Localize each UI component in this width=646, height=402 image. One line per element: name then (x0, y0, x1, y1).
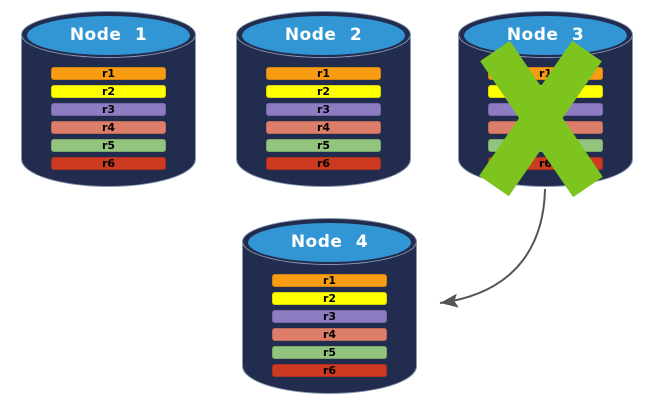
cylinder-top (242, 218, 417, 265)
record-r1: r1 (266, 67, 381, 80)
record-r1: r1 (51, 67, 166, 80)
record-list: r1 r2 r3 r4 r5 r6 (272, 274, 387, 377)
cylinder-top-face (464, 16, 627, 55)
node-title: Node 1 (69, 25, 148, 45)
record-r6: r6 (266, 157, 381, 170)
record-r6: r6 (51, 157, 166, 170)
cylinder-top (458, 11, 633, 58)
node-2-cylinder: Node 2 r1 r2 r3 r4 r5 r6 (236, 11, 411, 187)
cylinder-top (21, 11, 196, 58)
cylinder-top-face (248, 223, 411, 262)
record-r5: r5 (272, 346, 387, 359)
record-r5: r5 (266, 139, 381, 152)
record-r4: r4 (51, 121, 166, 134)
record-r2: r2 (51, 85, 166, 98)
record-r6: r6 (272, 364, 387, 377)
node-title: Node 4 (290, 232, 369, 252)
node-1-cylinder: Node 1 r1 r2 r3 r4 r5 r6 (21, 11, 196, 187)
failure-cross-icon (479, 40, 603, 198)
record-r3: r3 (51, 103, 166, 116)
record-r4: r4 (272, 328, 387, 341)
record-r2: r2 (272, 292, 387, 305)
node-title: Node 3 (506, 25, 585, 45)
node-4-cylinder: Node 4 r1 r2 r3 r4 r5 r6 (242, 218, 417, 394)
cylinder-top-face (27, 16, 190, 55)
record-r2: r2 (266, 85, 381, 98)
record-r3: r3 (272, 310, 387, 323)
node-3-cylinder: Node 3 r1 r2 r3 r4 r5 r6 (458, 11, 633, 198)
node-title: Node 2 (284, 25, 363, 45)
cylinder-top (236, 11, 411, 58)
record-list: r1 r2 r3 r4 r5 r6 (51, 67, 166, 170)
cylinder-top-face (242, 16, 405, 55)
record-r5: r5 (51, 139, 166, 152)
record-r3: r3 (266, 103, 381, 116)
record-list: r1 r2 r3 r4 r5 r6 (266, 67, 381, 170)
record-r1: r1 (272, 274, 387, 287)
record-r4: r4 (266, 121, 381, 134)
